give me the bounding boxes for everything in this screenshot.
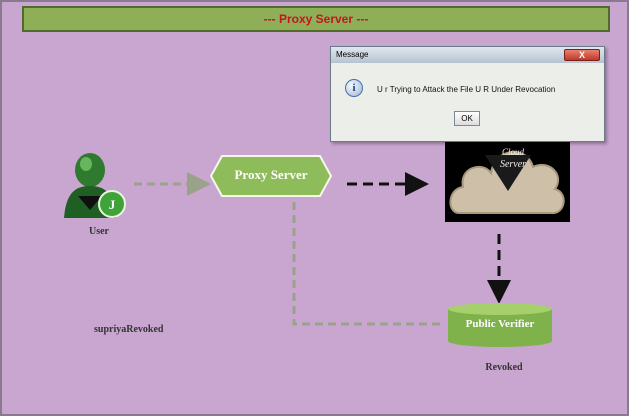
database-cylinder-icon [448,303,552,347]
proxy-server-shape [210,155,332,197]
proxy-server-label: Proxy Server [234,167,308,182]
close-button[interactable]: X [564,49,600,61]
page-title: --- Proxy Server --- [263,12,369,26]
revocation-status: Revoked [485,362,523,373]
dialog-message: U r Trying to Attack the File U R Under … [377,85,556,94]
information-icon: i [345,79,363,97]
user-label: User [89,226,109,237]
svg-text:J: J [109,197,116,212]
user-node[interactable]: J User [64,140,134,240]
dialog-titlebar[interactable]: Message X [331,47,604,63]
proxy-server-node[interactable]: Proxy Server [210,155,332,197]
message-dialog: Message X i U r Trying to Attack the Fil… [330,46,605,142]
dialog-title: Message [336,50,369,59]
user-icon: J [64,153,126,218]
cloud-icon [449,151,565,215]
public-verifier-node[interactable]: Public Verifier [447,302,553,348]
cloud-text-line2: Server [499,159,527,170]
cloud-text-line1: Cloud [501,147,524,157]
public-verifier-label: Public Verifier [465,318,535,330]
cloud-server-node[interactable]: Cloud Server [445,127,570,222]
ok-button[interactable]: OK [454,111,480,126]
header-banner: --- Proxy Server --- [22,6,610,32]
proxy-to-verifier-line [292,202,442,326]
file-name-label: supriyaRevoked [94,324,164,335]
